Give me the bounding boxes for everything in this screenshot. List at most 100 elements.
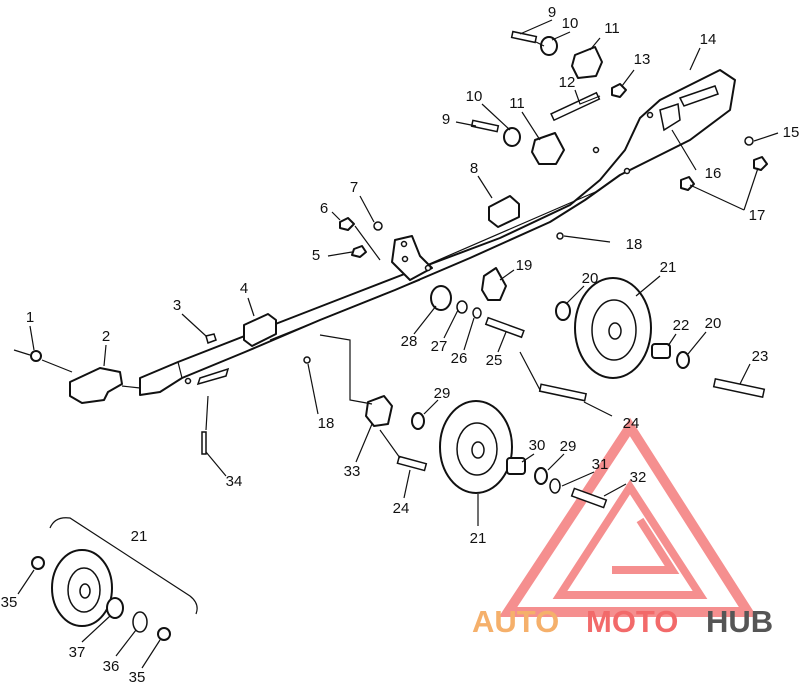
callout-8: 8 (470, 160, 478, 177)
part-15-screw (744, 136, 754, 146)
callout-21: 21 (470, 530, 487, 547)
callout-24: 24 (393, 500, 410, 517)
callout-37: 37 (69, 644, 86, 661)
callout-10: 10 (466, 88, 483, 105)
part-5-nut (351, 245, 367, 258)
part-21-wheel-right (574, 277, 652, 379)
callout-14: 14 (700, 31, 717, 48)
callout-29: 29 (560, 438, 577, 455)
part-23-bolt (712, 378, 766, 398)
part-3-nut (205, 333, 217, 344)
callout-26: 26 (451, 350, 468, 367)
callout-25: 25 (486, 352, 503, 369)
callout-18: 18 (318, 415, 335, 432)
part-24-bolt-right (538, 383, 588, 402)
part-6-nut (339, 217, 355, 231)
callout-11: 11 (604, 20, 620, 37)
callout-34: 34 (226, 473, 243, 490)
callout-12: 12 (559, 74, 576, 91)
part-20-washer-b (676, 351, 690, 369)
callout-29: 29 (434, 385, 451, 402)
part-32-bolt (570, 487, 608, 509)
callout-21: 21 (131, 528, 148, 545)
callout-16: 16 (705, 165, 722, 182)
part-20-washer-a (555, 301, 571, 321)
part-10-bushing-top (540, 36, 558, 56)
callout-17: 17 (749, 207, 766, 224)
callout-21: 21 (660, 259, 677, 276)
leader-lines (13, 19, 779, 669)
callout-18: 18 (626, 236, 643, 253)
callout-22: 22 (673, 317, 690, 334)
callout-7: 7 (350, 179, 358, 196)
part-33-bracket (365, 395, 393, 427)
part-17-nut-b (680, 176, 695, 191)
part-17-nut-a (753, 156, 768, 171)
part-29-washer-right (534, 467, 548, 485)
part-31-ring (549, 478, 561, 494)
watermark-triangle-inner (552, 479, 708, 599)
watermark-triangle-outer (498, 417, 758, 617)
part-28-roller (430, 285, 452, 311)
part-11-cushion-top (571, 46, 603, 79)
part-9-bolt-mid (470, 119, 500, 133)
part-34-screw (201, 431, 207, 455)
callout-2: 2 (102, 328, 110, 345)
callout-36: 36 (103, 658, 120, 675)
callout-13: 13 (634, 51, 651, 68)
callout-33: 33 (344, 463, 361, 480)
callout-6: 6 (320, 200, 328, 217)
part-13-nut (611, 83, 627, 98)
part-30-spacer (506, 457, 526, 475)
callout-32: 32 (630, 469, 647, 486)
callout-9: 9 (548, 4, 556, 21)
part-21-wheel-center (439, 400, 513, 494)
part-4-block (243, 313, 277, 347)
watermark-text-moto: MOTO (586, 604, 678, 639)
part-18-screw-lower (303, 356, 311, 364)
part-25-bolt (484, 316, 525, 339)
callout-19: 19 (516, 257, 533, 274)
part-19-bracket (481, 267, 507, 301)
callout-5: 5 (312, 247, 320, 264)
callout-15: 15 (783, 124, 800, 141)
part-9-bolt-top (510, 30, 538, 44)
watermark-text-auto: AUTO (472, 604, 559, 639)
watermark-logo (498, 417, 758, 617)
callout-11: 11 (509, 95, 525, 112)
part-2-tip (69, 367, 123, 404)
slide-rail (139, 69, 736, 396)
callout-4: 4 (240, 280, 248, 297)
part-1-rivet (30, 350, 42, 362)
callout-20: 20 (582, 270, 599, 287)
part-22-spacer (651, 343, 671, 359)
watermark-a-stroke (612, 517, 680, 574)
callout-10: 10 (562, 15, 579, 32)
callout-27: 27 (431, 338, 448, 355)
inset-wheel-assembly (31, 517, 198, 641)
callout-9: 9 (442, 111, 450, 128)
callout-35: 35 (1, 594, 18, 611)
callout-30: 30 (529, 437, 546, 454)
callout-31: 31 (592, 456, 609, 473)
callout-23: 23 (752, 348, 769, 365)
part-8-block (488, 195, 520, 228)
part-18-screw-top (556, 232, 564, 240)
part-24-bolt-lower (396, 455, 428, 472)
callout-3: 3 (173, 297, 181, 314)
watermark-text-hub: HUB (706, 604, 773, 639)
watermark-text: AUTO MOTO HUB (472, 604, 773, 639)
part-7-washer (373, 221, 383, 231)
callout-20: 20 (705, 315, 722, 332)
part-12-bolt (550, 91, 601, 122)
part-27-spacer (456, 300, 468, 314)
part-11-cushion-mid (531, 132, 565, 165)
callout-28: 28 (401, 333, 418, 350)
callout-1: 1 (26, 309, 34, 326)
part-26-washer (472, 307, 482, 319)
part-29-washer-left (411, 412, 425, 430)
part-10-bushing-mid (503, 127, 521, 147)
part-16-clip (659, 102, 681, 132)
